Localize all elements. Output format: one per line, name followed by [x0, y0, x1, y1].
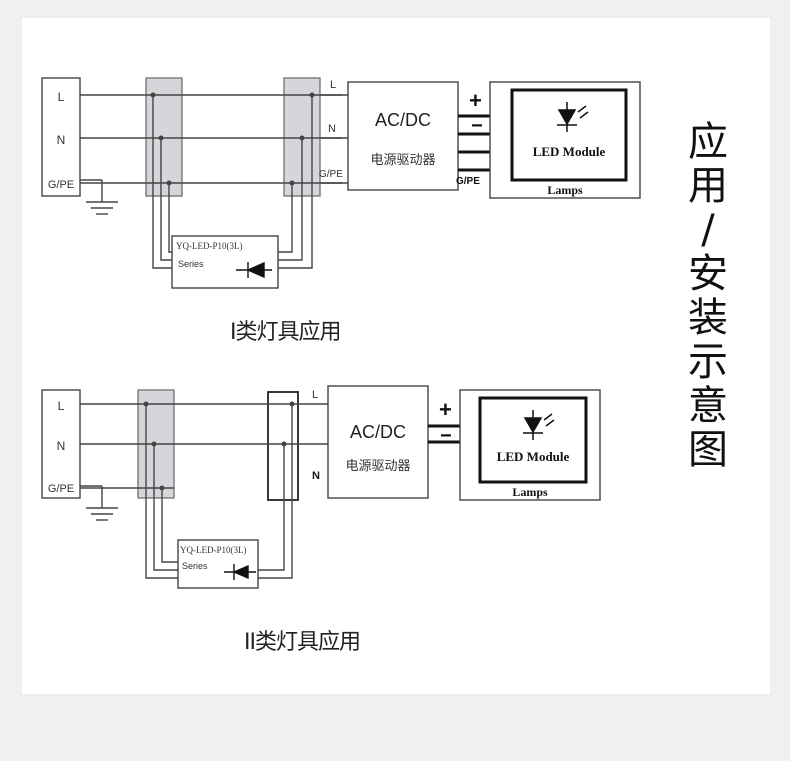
driver-title: AC/DC [350, 422, 406, 442]
diagram-canvas: L N G/PE L N G/PE AC/DC 电源驱动器 + − G/PE L… [22, 18, 770, 694]
driver-title: AC/DC [375, 110, 431, 130]
input-terminal-box [41, 77, 81, 197]
driver-box [347, 81, 459, 191]
led-icon [557, 102, 589, 132]
spd-series-label: Series [182, 561, 208, 571]
ground-icon [80, 485, 118, 521]
side-title-char: 示 [688, 339, 728, 385]
led-module-box [510, 88, 628, 182]
minus-sign: − [471, 115, 483, 137]
input-label-n: N [57, 133, 66, 147]
plus-sign: + [439, 397, 452, 422]
terminal-block-left [145, 77, 183, 197]
side-title-char: 用 [688, 163, 728, 209]
input-terminal-box [41, 389, 81, 499]
input-label-l: L [58, 90, 65, 104]
spd-model-label: YQ-LED-P10(3L) [180, 545, 247, 555]
led-icon [523, 410, 555, 440]
input-label-gpe: G/PE [48, 179, 74, 191]
side-title-char: 意 [688, 383, 728, 429]
driver-in-label-n: N [312, 470, 320, 482]
driver-in-label-l: L [312, 389, 318, 401]
ground-icon [80, 179, 118, 215]
input-label-gpe: G/PE [48, 483, 74, 495]
spd-series-label: Series [178, 259, 204, 269]
led-module-label: LED Module [497, 449, 570, 464]
diagram-1-caption: I类灯具应用 [230, 320, 341, 345]
output-ground-label: G/PE [456, 176, 480, 187]
driver-box [327, 385, 429, 499]
spd-box [177, 539, 259, 589]
diagram-2-caption: II类灯具应用 [244, 630, 361, 655]
spd-diode-icon [224, 564, 256, 580]
side-title-char: 图 [688, 427, 728, 473]
minus-sign: − [440, 425, 452, 447]
side-title-char: / [701, 207, 715, 253]
side-title-char: 装 [688, 295, 728, 341]
lamps-label: Lamps [512, 485, 548, 499]
led-module-label: LED Module [533, 144, 606, 159]
diagram-1 [41, 77, 641, 289]
lamps-label: Lamps [547, 183, 583, 197]
spd-box [171, 235, 279, 289]
driver-in-label-n: N [328, 123, 336, 135]
side-title-char: 安 [688, 251, 728, 297]
side-title: 应 用 / 安 装 示 意 图 [683, 120, 733, 472]
wiring-diagrams: L N G/PE L N G/PE AC/DC 电源驱动器 + − G/PE L… [41, 77, 641, 589]
diagram-2 [41, 385, 601, 589]
driver-subtitle: 电源驱动器 [370, 153, 435, 168]
input-label-n: N [57, 439, 66, 453]
driver-subtitle: 电源驱动器 [345, 459, 410, 474]
spd-model-label: YQ-LED-P10(3L) [176, 241, 243, 251]
input-label-l: L [58, 399, 65, 413]
spd-diode-icon [236, 261, 272, 279]
side-title-char: 应 [688, 119, 728, 165]
driver-in-label-l: L [330, 79, 336, 91]
plus-sign: + [469, 88, 482, 113]
driver-in-label-gpe: G/PE [319, 169, 343, 180]
